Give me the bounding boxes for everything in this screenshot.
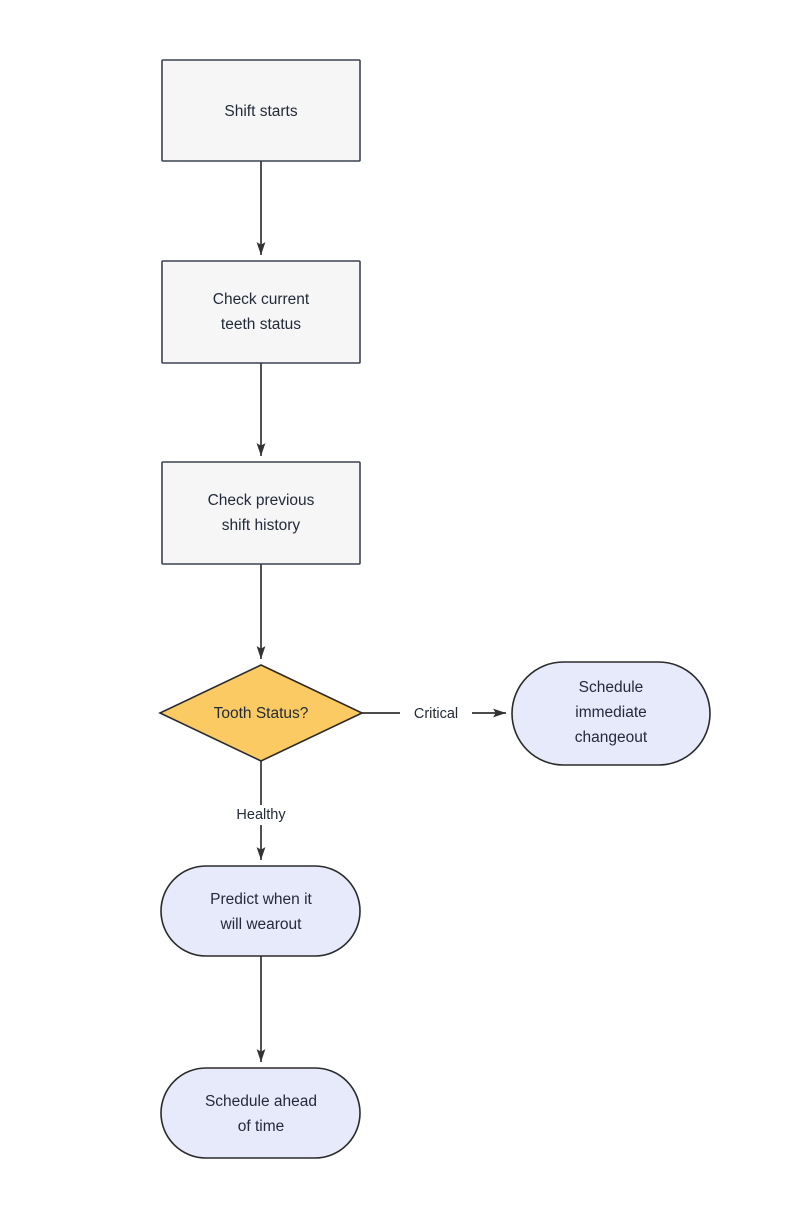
edges-layer: Critical Healthy <box>226 161 507 1063</box>
node-predict-when-it-will-wearout-label-line-1: Predict when it <box>210 891 312 908</box>
node-schedule-immediate-changeout[interactable]: Schedule immediate changeout <box>511 661 711 766</box>
node-check-previous-shift-history-label-line-2: shift history <box>222 517 301 534</box>
node-shift-starts-label-line-1: Shift starts <box>224 103 297 120</box>
node-check-previous-shift-history-shape[interactable] <box>161 461 361 565</box>
edge-label-critical-backdrop <box>400 703 472 723</box>
node-schedule-immediate-changeout-label-line-2: immediate <box>575 704 647 721</box>
node-tooth-status-label-line-1: Tooth Status? <box>214 705 309 722</box>
edge-label-critical: Critical <box>414 706 458 722</box>
node-shift-starts[interactable]: Shift starts <box>161 59 361 162</box>
node-predict-when-it-will-wearout-label-line-2: will wearout <box>220 916 303 933</box>
node-check-current-teeth-status-label-line-2: teeth status <box>221 316 301 333</box>
node-schedule-ahead-of-time[interactable]: Schedule ahead of time <box>160 1067 361 1159</box>
node-schedule-ahead-of-time-shape[interactable] <box>160 1067 361 1159</box>
node-tooth-status-shape[interactable] <box>158 664 364 762</box>
node-schedule-immediate-changeout-label-line-1: Schedule <box>579 679 644 696</box>
node-tooth-status[interactable]: Tooth Status? <box>158 664 364 762</box>
node-check-current-teeth-status-shape[interactable] <box>161 260 361 364</box>
node-schedule-ahead-of-time-label-line-2: of time <box>238 1118 285 1135</box>
node-shift-starts-shape[interactable] <box>161 59 361 162</box>
node-check-current-teeth-status[interactable]: Check current teeth status <box>161 260 361 364</box>
edge-label-healthy: Healthy <box>236 807 286 823</box>
node-check-current-teeth-status-label-line-1: Check current <box>213 291 310 308</box>
node-schedule-immediate-changeout-shape[interactable] <box>511 661 711 766</box>
node-check-previous-shift-history[interactable]: Check previous shift history <box>161 461 361 565</box>
edge-label-healthy-backdrop <box>226 805 296 825</box>
node-predict-when-it-will-wearout[interactable]: Predict when it will wearout <box>160 865 361 957</box>
node-schedule-ahead-of-time-label-line-1: Schedule ahead <box>205 1093 317 1110</box>
node-check-previous-shift-history-label-line-1: Check previous <box>208 492 315 509</box>
node-schedule-immediate-changeout-label-line-3: changeout <box>575 729 648 746</box>
node-predict-when-it-will-wearout-shape[interactable] <box>160 865 361 957</box>
